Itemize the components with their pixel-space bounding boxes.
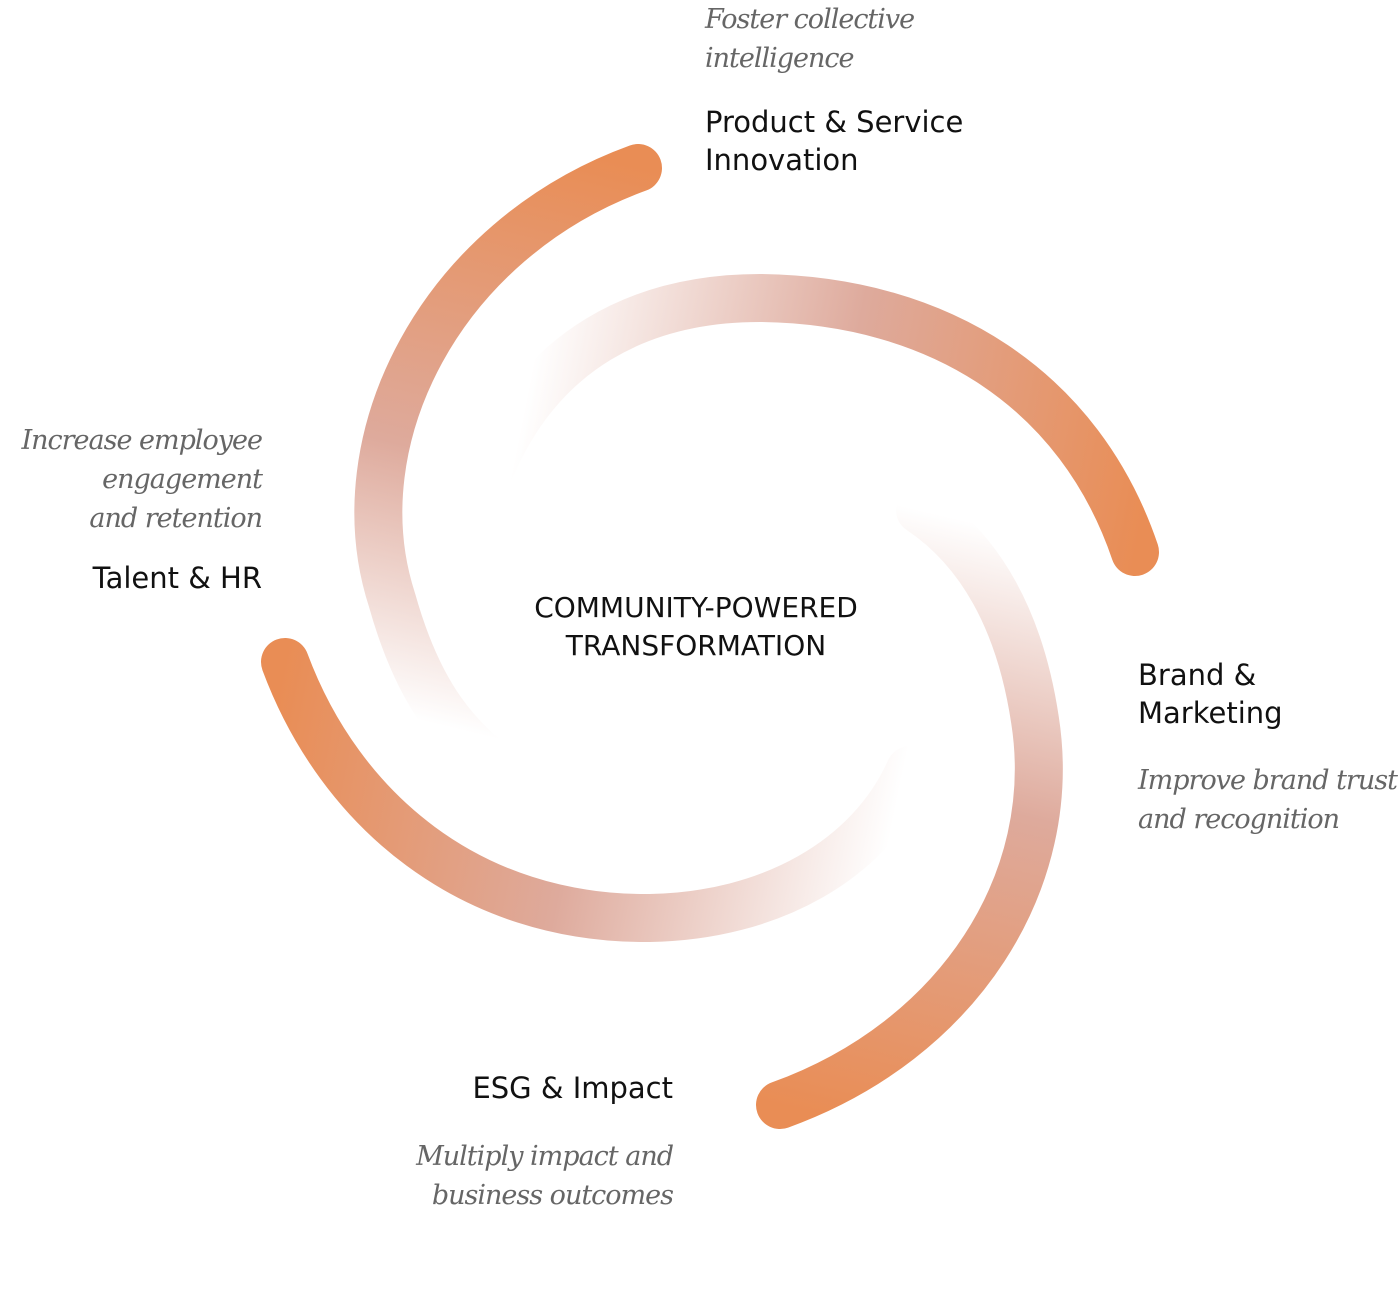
brand-marketing-subtitle: Improve brand trust and recognition <box>1138 765 1398 835</box>
brand-marketing-title: Brand & Marketing <box>1138 658 1283 730</box>
center-title: COMMUNITY-POWERED TRANSFORMATION <box>534 591 858 662</box>
arc-esg-impact <box>756 486 1063 1129</box>
talent-hr-subtitle: Increase employee engagement and retenti… <box>21 425 263 534</box>
talent-hr-title: Talent & HR <box>92 561 262 595</box>
arc-brand-marketing <box>466 273 1159 576</box>
arc-talent-hr <box>261 638 934 943</box>
esg-impact-subtitle: Multiply impact and business outcomes <box>416 1141 674 1211</box>
product-innovation-title: Product & Service Innovation <box>705 105 964 177</box>
esg-impact-title: ESG & Impact <box>472 1071 673 1105</box>
arc-product-innovation <box>354 144 662 794</box>
product-innovation-subtitle: Foster collective intelligence <box>705 4 915 74</box>
